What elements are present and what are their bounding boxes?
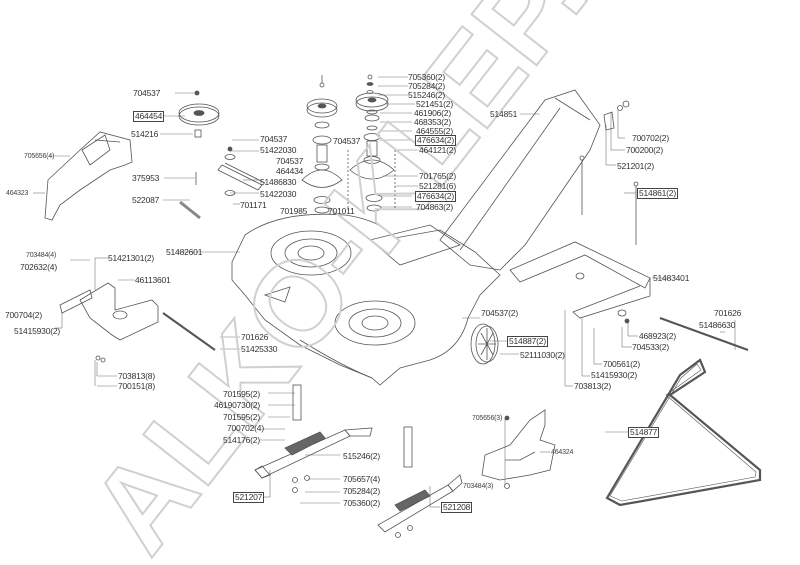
part-label-464454[interactable]: 464454: [133, 111, 165, 122]
part-label-700702-4: 700702(4): [227, 423, 264, 433]
part-label-704537: 704537: [133, 88, 161, 98]
part-label-514216: 514216: [131, 129, 159, 139]
rear-frame: [509, 241, 651, 324]
part-label-464324: 464324: [551, 449, 574, 456]
part-label-702632-4: 702632(4): [20, 262, 57, 272]
mower-deck: [231, 213, 501, 386]
right-spindle-assembly: [347, 74, 396, 212]
part-label-705284-b: 705284(2): [343, 486, 380, 496]
part-label-51482601: 51482601: [166, 247, 203, 257]
part-label-703813-2: 703813(2): [574, 381, 611, 391]
part-label-705657-4: 705657(4): [343, 474, 380, 484]
part-label-515246-2: 515246(2): [408, 90, 445, 100]
part-label-51422030-b: 51422030: [260, 189, 297, 199]
part-label-521281-6: 521281(6): [419, 181, 456, 191]
part-label-704537-a: 704537: [260, 134, 288, 144]
part-label-464434: 464434: [276, 166, 304, 176]
part-label-51421301-2: 51421301(2): [108, 253, 155, 263]
v-belt: [605, 358, 762, 507]
part-label-514861-2[interactable]: 514861(2): [637, 188, 678, 199]
part-label-701626-a: 701626: [241, 332, 269, 342]
idler-pulley: [178, 90, 220, 138]
part-label-701595-a: 701595(2): [223, 389, 260, 399]
left-spindle-assembly: [301, 75, 343, 214]
part-label-703813-8: 703813(8): [118, 371, 155, 381]
part-label-705284-2: 705284(2): [408, 81, 445, 91]
part-label-701011: 701011: [328, 206, 355, 216]
leader-lines: [33, 76, 736, 508]
part-label-464121-2: 464121(2): [419, 145, 456, 155]
part-label-703484-4: 703484(4): [26, 252, 57, 259]
discharge-chute: [439, 89, 601, 271]
right-shield: [481, 409, 556, 489]
left-shield-464323: [44, 131, 133, 221]
part-label-51415930-b: 51415930(2): [591, 370, 638, 380]
part-label-704537-b: 704537: [276, 156, 304, 166]
part-label-375953: 375953: [132, 173, 160, 183]
part-label-701626-b: 701626: [714, 308, 742, 318]
part-label-51422030-a: 51422030: [260, 145, 297, 155]
part-label-515246-b: 515246(2): [343, 451, 380, 461]
part-label-521208[interactable]: 521208: [441, 502, 473, 513]
part-label-705360-b: 705360(2): [343, 498, 380, 508]
part-label-704537-c: 704537: [333, 136, 361, 146]
part-label-704533-2: 704533(2): [632, 342, 669, 352]
part-label-468923-2: 468923(2): [639, 331, 676, 341]
tension-arm-bracket: [179, 146, 266, 220]
part-label-476634-a[interactable]: 476634(2): [415, 135, 456, 146]
part-label-705656-4: 705656(4): [24, 153, 55, 160]
part-label-701595-b: 701595(2): [223, 412, 260, 422]
front-bracket: [59, 282, 159, 363]
part-label-701171: 701171: [240, 200, 267, 210]
part-label-704537-2: 704537(2): [481, 308, 518, 318]
part-label-51415930-a: 51415930(2): [14, 326, 61, 336]
part-label-521451-2: 521451(2): [416, 99, 453, 109]
part-label-464555-2: 464555(2): [416, 126, 453, 136]
part-label-522087: 522087: [132, 195, 160, 205]
part-label-46113601: 46113601: [135, 275, 171, 285]
part-label-703484-3: 703484(3): [463, 483, 494, 490]
deck-wheel: [470, 323, 499, 365]
part-label-461906-2: 461906(2): [414, 108, 451, 118]
part-label-701985: 701985: [280, 206, 308, 216]
part-label-700151-8: 700151(8): [118, 381, 155, 391]
part-label-51425330: 51425330: [241, 344, 278, 354]
part-label-700561-2: 700561(2): [603, 359, 640, 369]
part-label-704863-2: 704863(2): [416, 202, 453, 212]
axle-rods: [162, 312, 749, 351]
deck-hanger-rods: [579, 100, 639, 245]
part-label-514176-2: 514176(2): [223, 435, 260, 445]
part-label-51486830: 51486830: [260, 177, 297, 187]
part-label-514851: 514851: [490, 109, 518, 119]
part-label-52111030-2: 52111030(2): [520, 350, 565, 360]
part-label-521201-2: 521201(2): [617, 161, 654, 171]
part-label-51483401: 51483401: [653, 273, 690, 283]
blade-assembly-left: [254, 384, 373, 493]
part-label-705656-3: 705656(3): [472, 415, 503, 422]
blade-assembly-right: [377, 426, 463, 538]
part-label-521207[interactable]: 521207: [233, 492, 265, 503]
part-label-468353-2: 468353(2): [414, 117, 451, 127]
part-label-700702-2: 700702(2): [632, 133, 669, 143]
part-label-700200-2: 700200(2): [626, 145, 663, 155]
part-label-514877[interactable]: 514877: [628, 427, 660, 438]
part-label-700704-2: 700704(2): [5, 310, 42, 320]
part-label-476634-b[interactable]: 476634(2): [415, 191, 456, 202]
part-label-464323: 464323: [6, 190, 29, 197]
part-label-701765-2: 701765(2): [419, 171, 456, 181]
part-label-51486630: 51486630: [699, 320, 736, 330]
part-label-46190730-2: 46190730(2): [214, 400, 261, 410]
part-label-514887-2[interactable]: 514887(2): [507, 336, 548, 347]
part-label-705360-2: 705360(2): [408, 72, 445, 82]
